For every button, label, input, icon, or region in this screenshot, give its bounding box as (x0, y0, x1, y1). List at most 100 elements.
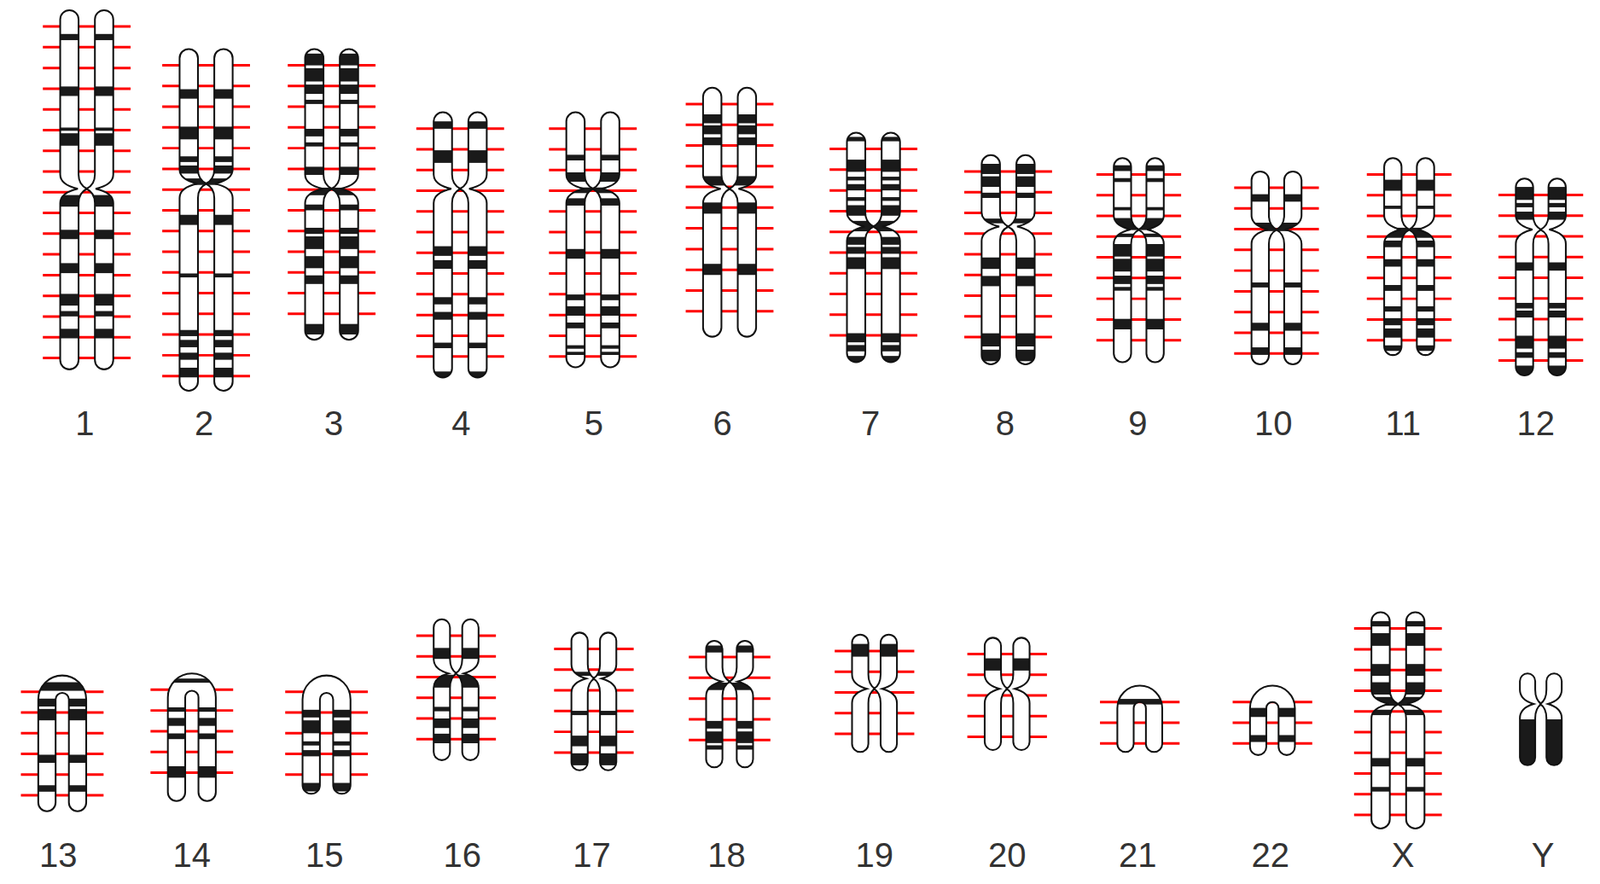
band-marker-line (553, 709, 634, 713)
dark-band (1502, 186, 1578, 200)
band-marker-line (964, 232, 1053, 235)
dark-band (558, 753, 629, 766)
band-marker-line (416, 334, 505, 338)
band-marker-line (416, 272, 505, 275)
dark-band (1239, 282, 1315, 288)
band-marker-line (287, 64, 376, 67)
chromatid-bands (693, 645, 766, 751)
band-marker-line (162, 126, 251, 129)
dark-band (552, 345, 633, 350)
band-marker-line (287, 167, 376, 170)
dark-band (291, 227, 372, 234)
dark-band (693, 645, 766, 653)
dark-band (552, 345, 633, 350)
dark-band (552, 249, 633, 259)
band-marker-line (162, 250, 251, 254)
band-marker-line (1367, 193, 1452, 197)
dark-band (1100, 178, 1176, 183)
dark-band (46, 229, 127, 239)
band-marker-line (21, 773, 105, 776)
chromosome-number: 5 (584, 406, 604, 441)
dark-band (689, 175, 769, 186)
dark-band (1358, 786, 1438, 792)
dark-band (1239, 322, 1315, 331)
dark-band (46, 293, 127, 306)
dark-band (46, 195, 127, 208)
chromatid-bands (420, 121, 501, 382)
dark-band (693, 682, 766, 691)
dark-band (1502, 335, 1578, 349)
band-marker-line (162, 84, 251, 88)
dark-band (693, 682, 766, 691)
chromatid-bands (972, 658, 1042, 671)
dark-band (291, 204, 372, 211)
dark-band (972, 658, 1042, 671)
band-marker-line (42, 253, 131, 256)
dark-band (420, 371, 501, 382)
dark-band (1502, 261, 1578, 271)
dark-band (693, 744, 766, 750)
dark-band (968, 349, 1048, 361)
chromatid-bands (833, 136, 914, 365)
band-marker-line (162, 291, 251, 295)
dark-band (833, 184, 914, 191)
dark-band (291, 53, 372, 66)
chromatid-fill (1250, 686, 1296, 756)
dark-band (839, 644, 909, 658)
band-marker-line (1354, 730, 1443, 734)
band-marker-line (967, 694, 1048, 698)
chromatid-outline (1006, 637, 1030, 751)
chromatid-outline (38, 675, 87, 812)
dark-band (1358, 633, 1438, 646)
band-marker-line (1498, 256, 1583, 259)
dark-band (166, 165, 246, 174)
band-marker-line (1099, 721, 1180, 724)
band-marker-line (834, 691, 914, 694)
dark-band (968, 275, 1048, 286)
band-marker-line (1354, 709, 1443, 713)
chromatid-bands (421, 647, 491, 744)
chromatid-outline (592, 112, 619, 368)
chromatid-bands (1100, 165, 1176, 330)
chromatid-bands (972, 658, 1042, 671)
band-marker-line (42, 108, 131, 111)
chromosome-pair (416, 619, 496, 761)
band-marker-line (42, 232, 131, 235)
dark-band (1100, 258, 1176, 272)
dark-band (291, 68, 372, 82)
band-marker-line (829, 334, 918, 338)
chromosome-number: 14 (173, 837, 212, 873)
chromosome-pair (1367, 157, 1452, 355)
band-marker-line (829, 168, 918, 171)
dark-band (1358, 786, 1438, 792)
chromosome-pair (1354, 611, 1443, 829)
chromatid-bands (1371, 180, 1447, 352)
band-marker-line (1354, 751, 1443, 755)
dark-band (552, 306, 633, 316)
chromatid-bands (833, 136, 914, 365)
dark-band (1239, 347, 1315, 355)
dark-band (833, 197, 914, 201)
band-marker-line (548, 209, 637, 213)
dark-band (1100, 178, 1176, 183)
dark-band (291, 236, 372, 250)
band-marker-line (287, 229, 376, 233)
chromatid-outline (566, 112, 594, 368)
band-marker-line (416, 675, 496, 679)
dark-band (968, 349, 1048, 361)
dark-band (166, 367, 246, 378)
band-marker-line (1367, 338, 1452, 342)
band-marker-line (1354, 792, 1443, 796)
dark-band (968, 163, 1048, 175)
dark-band (166, 89, 246, 99)
band-marker-line (688, 738, 771, 742)
dark-band (420, 246, 501, 256)
dark-band (833, 159, 914, 172)
chromatid-outline (455, 619, 479, 761)
band-marker-line (416, 717, 496, 721)
dark-band (968, 275, 1048, 286)
dark-band (1100, 218, 1176, 231)
dark-band (833, 136, 914, 141)
dark-band (968, 192, 1048, 198)
dark-band (552, 172, 633, 182)
